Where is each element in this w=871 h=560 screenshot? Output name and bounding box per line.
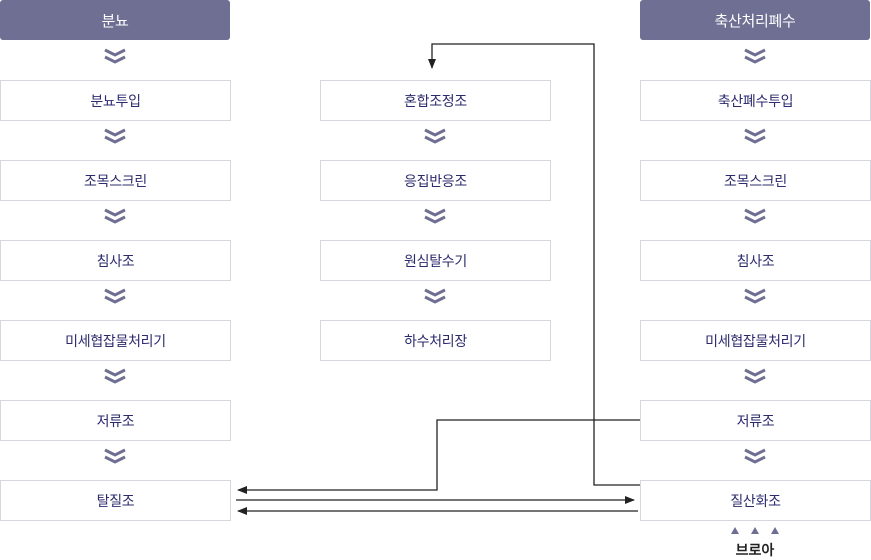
chevron-down-icon <box>743 448 767 464</box>
chevron-down-icon <box>423 288 447 304</box>
chevron-down-icon <box>743 368 767 384</box>
blower-arrow-icon <box>731 527 739 534</box>
chevron-down-icon <box>103 448 127 464</box>
middle-step-4: 하수처리장 <box>320 320 551 361</box>
chevron-down-icon <box>103 48 127 64</box>
right-step-3: 침사조 <box>640 240 871 281</box>
middle-step-1: 혼합조정조 <box>320 80 551 121</box>
chevron-down-icon <box>103 288 127 304</box>
right-step-1: 축산폐수투입 <box>640 80 871 121</box>
blower-arrow-icon <box>751 527 759 534</box>
right-step-4: 미세협잡물처리기 <box>640 320 871 361</box>
chevron-down-icon <box>103 128 127 144</box>
left-step-1: 분뇨투입 <box>0 80 231 121</box>
right-step-6: 질산화조 <box>640 480 871 521</box>
middle-step-2: 응집반응조 <box>320 160 551 201</box>
return-line-to-mixing-tank <box>428 43 640 486</box>
chevron-down-icon <box>743 128 767 144</box>
blower-arrow-icon <box>771 527 779 534</box>
middle-step-3: 원심탈수기 <box>320 240 551 281</box>
left-step-3: 침사조 <box>0 240 231 281</box>
chevron-down-icon <box>423 208 447 224</box>
chevron-down-icon <box>103 368 127 384</box>
left-step-6: 탈질조 <box>0 480 231 521</box>
blower-label: 브로아 <box>735 543 775 559</box>
chevron-down-icon <box>743 288 767 304</box>
chevron-down-icon <box>103 208 127 224</box>
left-header: 분뇨 <box>0 0 230 40</box>
chevron-down-icon <box>743 48 767 64</box>
right-step-5: 저류조 <box>640 400 871 441</box>
left-step-4: 미세협잡물처리기 <box>0 320 231 361</box>
chevron-down-icon <box>423 128 447 144</box>
left-step-5: 저류조 <box>0 400 231 441</box>
line-storage-to-denitrification <box>237 419 640 494</box>
right-header: 축산처리폐수 <box>640 0 870 40</box>
right-step-2: 조목스크린 <box>640 160 871 201</box>
left-step-2: 조목스크린 <box>0 160 231 201</box>
chevron-down-icon <box>743 208 767 224</box>
